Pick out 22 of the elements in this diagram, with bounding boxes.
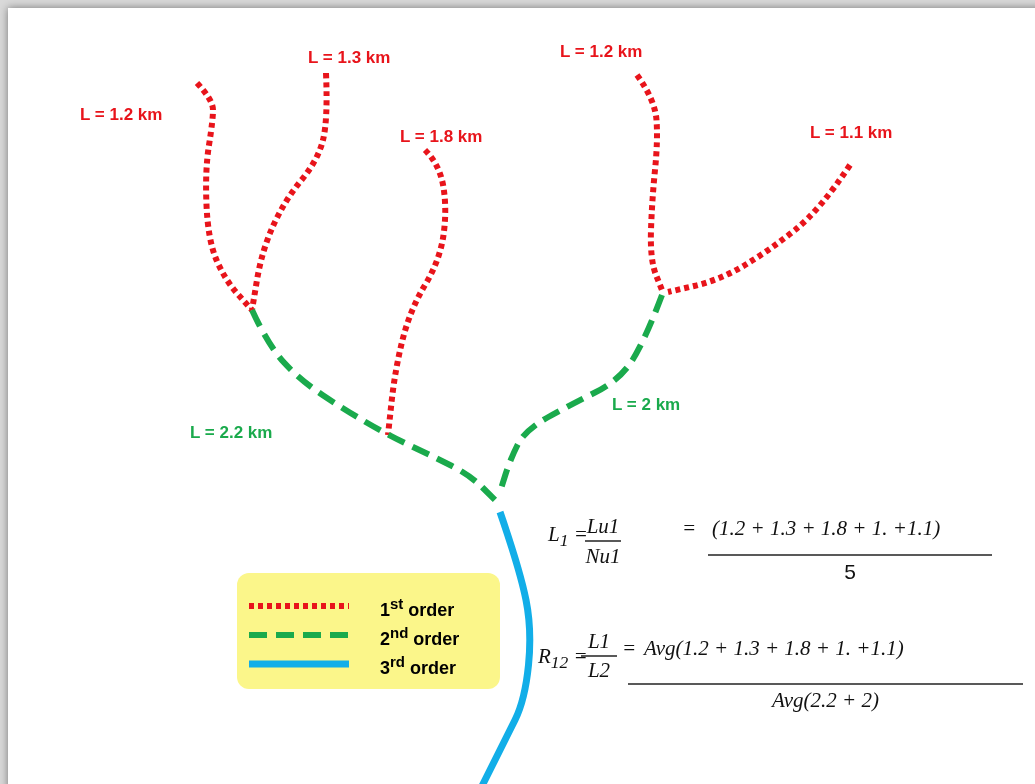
formula-text: L1 [586, 629, 612, 654]
formula-text: L$_{1}$ = [548, 522, 588, 551]
legend-label: 2$^{nd}$ order [380, 624, 460, 650]
length-label: L = 2 km [612, 395, 681, 415]
formula-text: Avg(1.2 + 1.3 + 1.8 + 1. +1.1) [644, 636, 904, 661]
formula-text: = [682, 516, 697, 541]
length-label: L = 1.1 km [810, 123, 893, 143]
formula-text: 5 [843, 560, 857, 584]
length-label: L = 2.2 km [190, 423, 273, 443]
formula-text: Lu1 [586, 514, 621, 539]
length-label: L = 1.8 km [400, 127, 483, 147]
formula-text: Nu1 [585, 544, 621, 569]
length-label: L = 1.2 km [80, 105, 163, 125]
legend-label: 1$^{st}$ order [380, 595, 455, 621]
length-label: L = 1.3 km [308, 48, 391, 68]
formula-text: (1.2 + 1.3 + 1.8 + 1. +1.1) [712, 516, 941, 541]
formula-text: = [622, 636, 637, 661]
formula-text: L2 [586, 658, 612, 683]
formula-text: R$_{12}$ = [538, 644, 588, 674]
legend-label: 3$^{rd}$ order [380, 653, 457, 679]
length-label: L = 1.2 km [560, 42, 643, 62]
formula-text: Avg(2.2 + 2) [770, 688, 880, 713]
